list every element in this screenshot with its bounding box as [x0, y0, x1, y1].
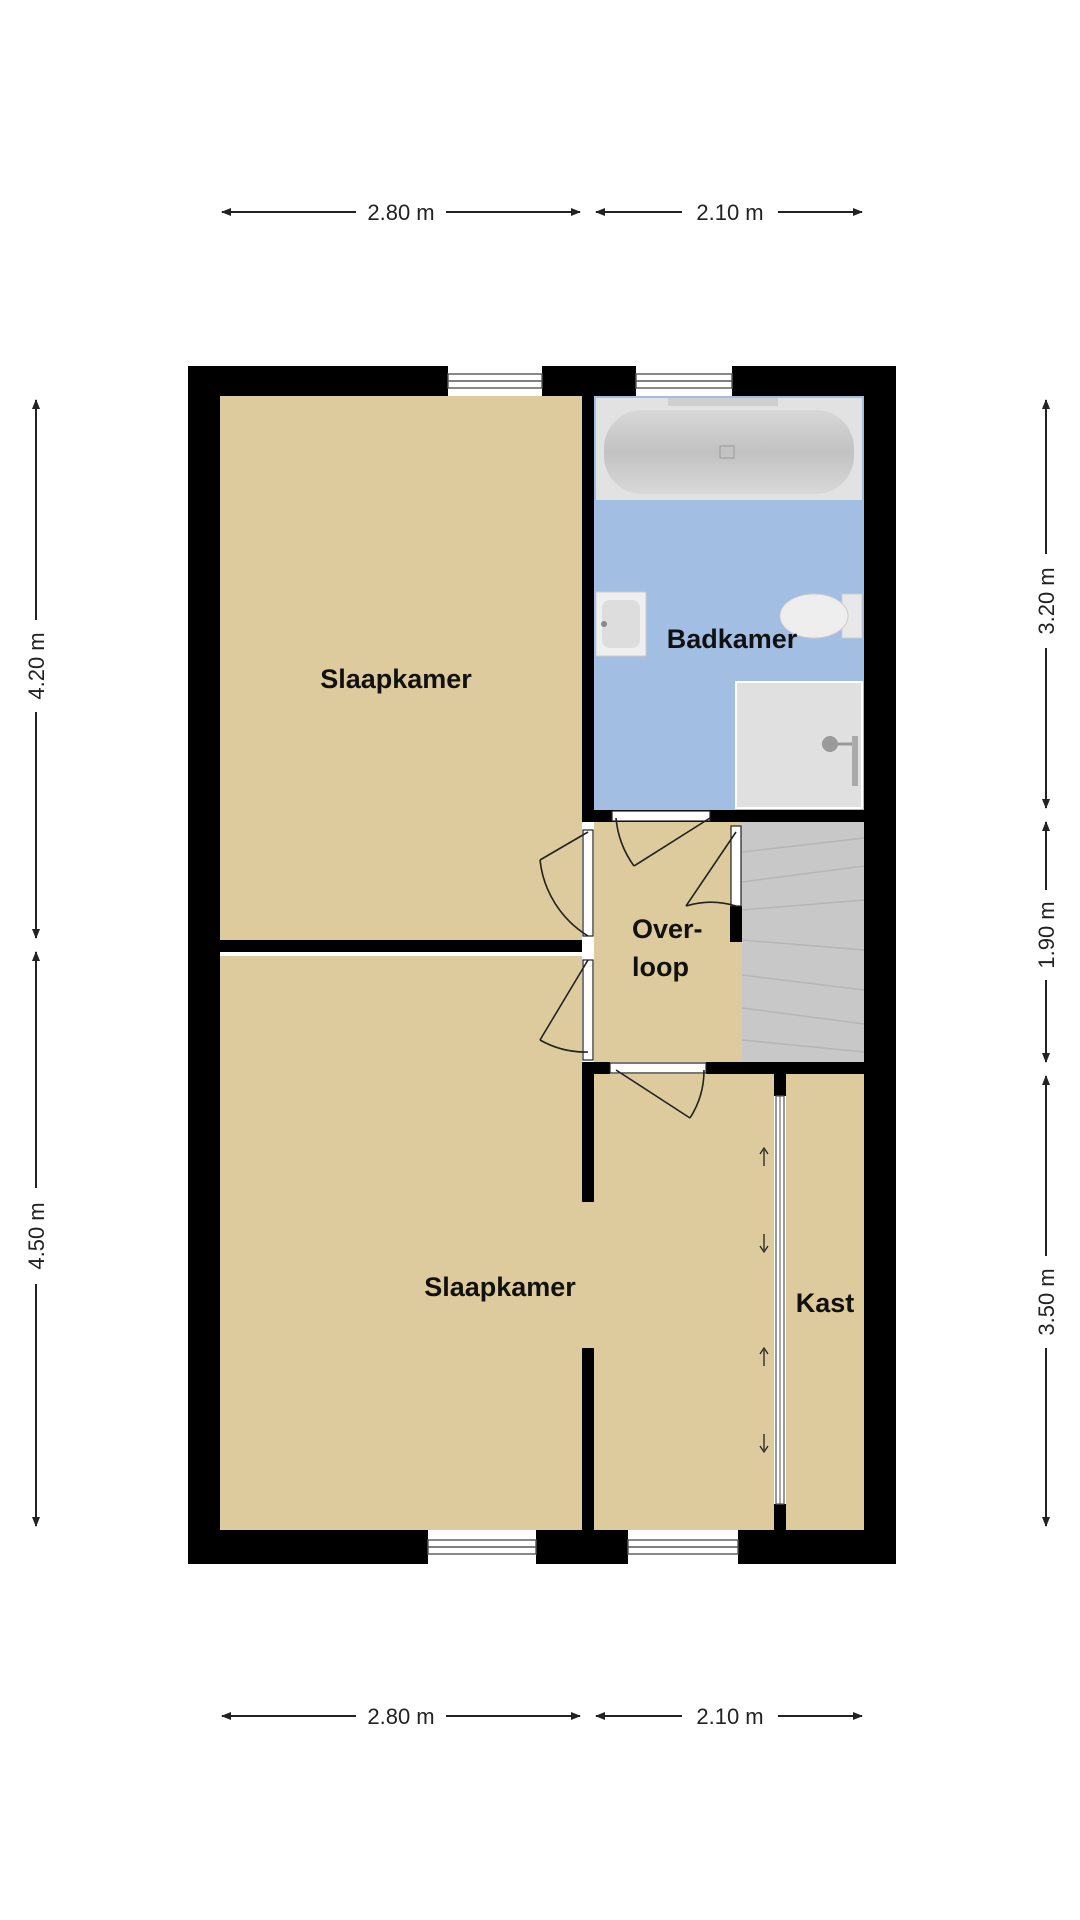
room-label-landing-line1: Over-	[632, 914, 703, 944]
dimension-label: 2.10 m	[696, 200, 763, 225]
dimension-label: 4.20 m	[24, 632, 49, 699]
room-label-bedroom-top: Slaapkamer	[320, 664, 472, 694]
dimension-label: 3.50 m	[1034, 1268, 1059, 1335]
dimension-left-lower: 4.50 m	[24, 951, 49, 1527]
bedroom-top-floor	[220, 396, 582, 944]
dimension-bottom-right: 2.10 m	[595, 1704, 863, 1729]
dimension-left-upper: 4.20 m	[24, 399, 49, 939]
room-label-bathroom: Badkamer	[667, 624, 798, 654]
room-label-bedroom-bottom: Slaapkamer	[424, 1272, 576, 1302]
dimension-top-right: 2.10 m	[595, 200, 863, 225]
bathtub-icon	[596, 398, 862, 500]
window-bedroom-bottom-right	[627, 1539, 739, 1555]
room-label-closet: Kast	[796, 1288, 855, 1318]
window-bathroom	[635, 373, 733, 389]
dimension-right-middle: 1.90 m	[1034, 821, 1059, 1063]
window-bedroom-bottom-left	[427, 1539, 537, 1555]
dimension-right-lower: 3.50 m	[1034, 1075, 1059, 1527]
door-bedroom-bottom	[539, 959, 594, 1061]
shower-icon	[735, 681, 863, 809]
sliding-door-arrow-icon	[759, 1146, 769, 1454]
dimension-top-left: 2.80 m	[221, 200, 581, 225]
bedroom-bottom-annex-floor	[582, 1074, 774, 1530]
closet-floor	[786, 1074, 864, 1530]
bedroom-bottom-floor	[220, 956, 582, 1530]
closet-sliding-door	[775, 1095, 785, 1505]
dimension-label: 2.80 m	[367, 1704, 434, 1729]
dimension-right-upper: 3.20 m	[1034, 399, 1059, 809]
door-bathroom	[611, 810, 711, 867]
dimension-label: 2.80 m	[367, 200, 434, 225]
toilet-icon	[779, 593, 863, 639]
room-label-landing-line2: loop	[632, 952, 689, 982]
windows	[427, 373, 739, 1555]
dimension-bottom-left: 2.80 m	[221, 1704, 581, 1729]
window-bedroom-top	[447, 373, 543, 389]
landing-floor	[594, 822, 742, 1062]
dimension-label: 2.10 m	[696, 1704, 763, 1729]
stairs-icon	[741, 837, 865, 1053]
dimension-label: 4.50 m	[24, 1202, 49, 1269]
doors	[539, 810, 785, 1505]
walls	[188, 366, 896, 1564]
sink-icon	[595, 591, 647, 657]
dimension-label: 1.90 m	[1034, 901, 1059, 968]
door-bedroom-top	[539, 829, 594, 937]
dimension-label: 3.20 m	[1034, 567, 1059, 634]
door-stairs-cupboard	[685, 825, 742, 907]
door-bedroom-annex	[609, 1062, 707, 1119]
